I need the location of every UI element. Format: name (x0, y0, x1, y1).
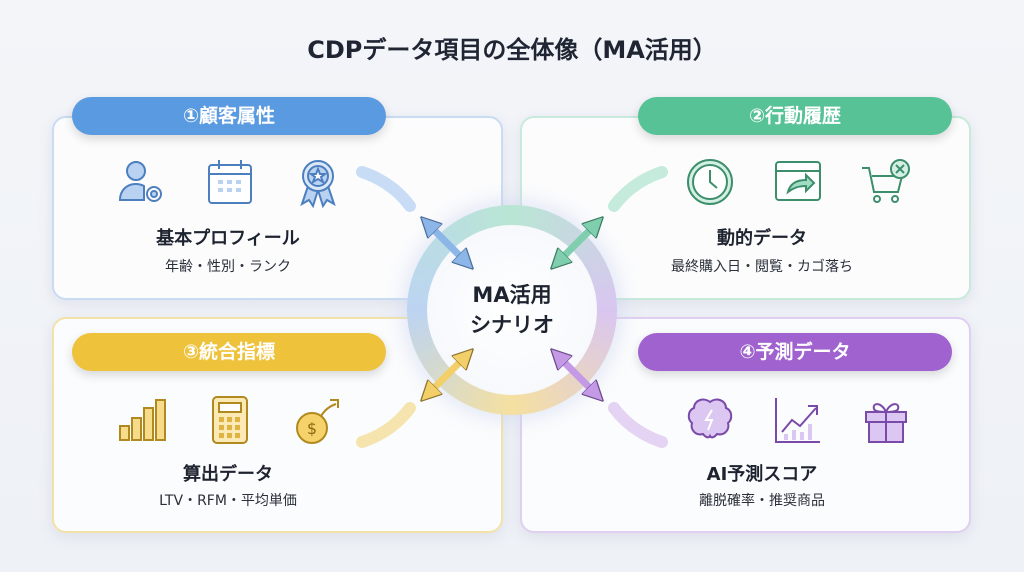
center-line-2: シナリオ (470, 313, 554, 337)
gift-icon (865, 403, 907, 443)
panel-label-customer-attributes: ①顧客属性 (72, 97, 386, 135)
award-badge-icon (300, 160, 336, 208)
calendar-icon (208, 160, 252, 204)
calculator-icon (212, 396, 248, 444)
flow-arrow-3 (356, 402, 416, 448)
flow-arrow-1 (356, 166, 416, 212)
panel-sub-2: 最終購入日・閲覧・カゴ落ち (671, 259, 853, 275)
clock-icon (687, 159, 733, 205)
double-arrow-4 (558, 356, 596, 394)
panel-sub-3: LTV・RFM・平均単価 (159, 493, 297, 509)
panel-heading-2: 動的データ (717, 228, 807, 249)
flow-arrow-2 (608, 166, 668, 212)
bar-chart-icon (119, 399, 166, 441)
icon-row-4 (684, 394, 912, 446)
panel-sub-1: 年齢・性別・ランク (165, 259, 291, 275)
browser-share-icon (775, 161, 821, 201)
svg-text:$: $ (307, 419, 317, 438)
panel-label-behavior-history: ②行動履歴 (638, 97, 952, 135)
panel-sub-4: 離脱確率・推奨商品 (699, 493, 825, 509)
panel-label-integrated-metrics: ③統合指標 (72, 333, 386, 371)
user-gear-icon (118, 161, 162, 202)
panel-heading-1: 基本プロフィール (156, 228, 300, 249)
icon-row-2 (684, 156, 912, 208)
icon-row-3: $ (116, 394, 344, 446)
page-title: CDPデータ項目の全体像（MA活用） (307, 36, 717, 64)
double-arrow-3 (428, 356, 466, 394)
cart-remove-icon (862, 159, 910, 203)
center-line-1: MA活用 (472, 283, 552, 307)
coin-growth-icon: $ (296, 399, 339, 444)
flow-arrow-4 (608, 402, 668, 448)
icon-row-1 (116, 156, 344, 208)
panel-heading-3: 算出データ (183, 464, 273, 485)
double-arrow-1 (428, 224, 466, 262)
trend-chart-icon (775, 398, 820, 443)
panel-heading-4: AI予測スコア (706, 464, 818, 485)
double-arrow-2 (558, 224, 596, 262)
brain-icon (687, 398, 733, 439)
panel-label-prediction-data: ④予測データ (638, 333, 952, 371)
